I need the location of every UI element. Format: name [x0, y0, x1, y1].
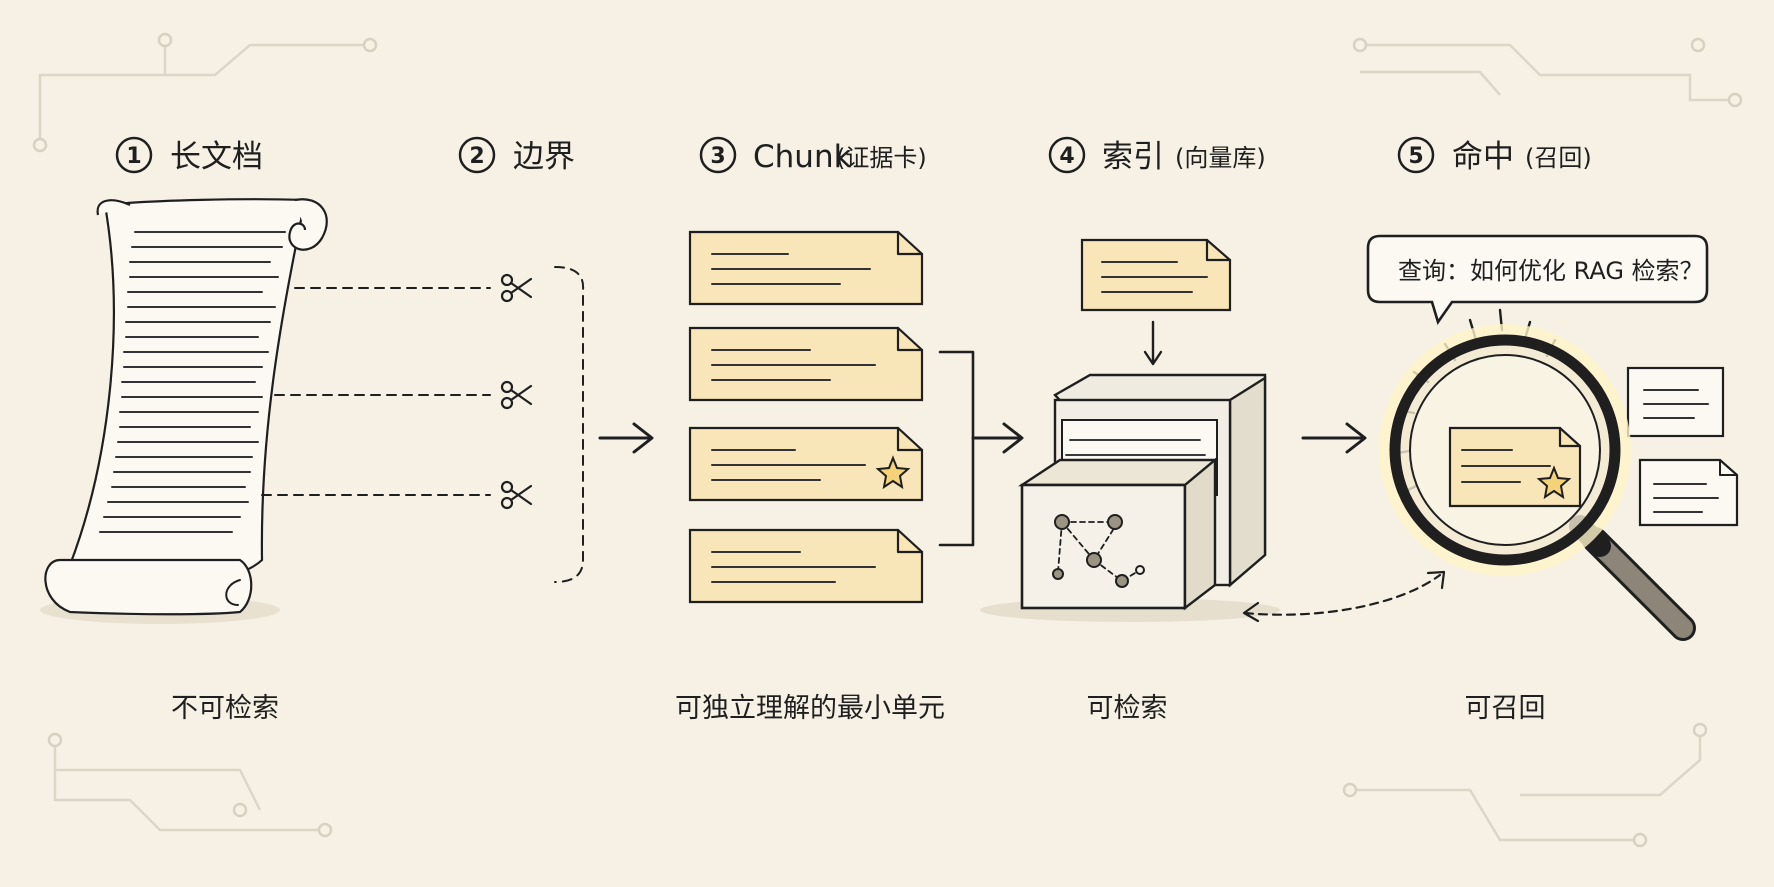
- retrieved-card: [1626, 366, 1725, 438]
- arrow-right-icon: [1301, 422, 1367, 454]
- scissors-icon: [500, 273, 533, 303]
- vector-graph-icon: [1052, 514, 1145, 588]
- step-subtitle: (召回): [1525, 144, 1592, 172]
- step-number-circle: [699, 136, 737, 174]
- arrow-right-icon: [598, 422, 654, 454]
- caption-searchable: 可检索: [1087, 693, 1168, 724]
- step-5-heading: 5 命中 (召回): [1397, 136, 1592, 175]
- index-input-card: [1080, 238, 1232, 312]
- step-number-circle: [1397, 136, 1435, 174]
- step-title: 边界: [513, 139, 575, 175]
- scroll-icon: [40, 198, 328, 624]
- circuit-decoration: [32, 32, 1743, 848]
- step-number: 1: [126, 144, 141, 169]
- step-number: 4: [1059, 144, 1074, 169]
- chunk-card: [688, 326, 924, 402]
- step-title: 索引: [1102, 139, 1164, 175]
- caption-not-searchable: 不可检索: [171, 693, 279, 724]
- return-dashed-arrow: [1243, 573, 1442, 616]
- step-title: 长文档: [170, 139, 263, 175]
- step-subtitle: (向量库): [1175, 144, 1266, 172]
- step-number-circle: [458, 136, 496, 174]
- chunk-card: [688, 230, 924, 306]
- step-number: 3: [710, 144, 725, 169]
- arrowhead-icon: [1242, 570, 1446, 623]
- caption-recallable: 可召回: [1465, 693, 1546, 724]
- cabinet-icon: [980, 373, 1280, 622]
- boundary-cut-lines: [261, 266, 585, 583]
- step-2-heading: 2 边界: [458, 136, 575, 175]
- arrow-down-icon: [1143, 320, 1163, 366]
- caption-minimal-unit: 可独立理解的最小单元: [675, 693, 945, 724]
- scissors-icon: [500, 380, 533, 410]
- step-4-heading: 4 索引 (向量库): [1048, 136, 1266, 175]
- scissors-icon: [500, 480, 533, 510]
- query-text: 查询：如何优化 RAG 检索？: [1398, 257, 1704, 285]
- step-3-heading: 3 Chunk (证据卡): [699, 136, 927, 175]
- step-number-circle: [1048, 136, 1086, 174]
- retrieved-card: [1638, 458, 1739, 527]
- chunk-card-highlighted: [688, 426, 924, 502]
- star-icon: [875, 455, 911, 490]
- step-number: 5: [1408, 144, 1423, 169]
- chunk-card: [688, 528, 924, 604]
- scroll-text-lines: [99, 231, 286, 533]
- step-subtitle: (证据卡): [836, 144, 927, 172]
- step-title: 命中: [1452, 139, 1514, 175]
- step-number-circle: [115, 136, 153, 174]
- magnifier-icon: [1379, 324, 1696, 641]
- step-title: Chunk: [753, 139, 852, 175]
- merge-arrow: [938, 350, 1024, 547]
- matched-chunk-card: [1448, 426, 1582, 508]
- step-1-heading: 1 长文档: [115, 136, 263, 175]
- star-icon: [1536, 465, 1572, 500]
- step-number: 2: [469, 144, 484, 169]
- query-bubble: 查询：如何优化 RAG 检索？: [1366, 234, 1709, 325]
